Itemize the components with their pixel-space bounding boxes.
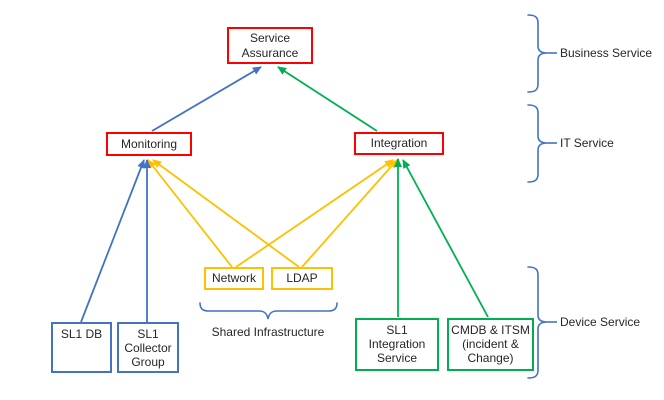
node-service-assurance: Service Assurance (227, 27, 313, 64)
node-cmdb-itsm-label: CMDB & ITSM (incident & Change) (451, 323, 530, 366)
node-integration: Integration (354, 132, 444, 155)
node-monitoring: Monitoring (106, 132, 192, 156)
label-shared-infrastructure: Shared Infrastructure (211, 325, 325, 339)
bracket-business-service (527, 14, 548, 93)
node-sl1-integration-service: SL1 Integration Service (355, 318, 439, 371)
edge-ldap-monitoring (152, 159, 300, 268)
node-monitoring-label: Monitoring (120, 136, 178, 151)
node-sl1-collector-group: SL1 Collector Group (117, 322, 179, 373)
node-sl1-integration-service-label: SL1 Integration Service (368, 323, 426, 366)
edge-integration-service-assurance (277, 66, 378, 132)
node-network-label: Network (211, 271, 256, 286)
bracket-shared-infrastructure (199, 302, 338, 320)
node-sl1-collector-group-label: SL1 Collector Group (124, 327, 172, 370)
node-sl1-db: SL1 DB (51, 322, 112, 373)
edge-sl1-db-monitoring (80, 159, 145, 323)
edge-cmdb-itsm-integration (402, 159, 489, 318)
edge-network-monitoring (147, 159, 233, 268)
bracket-it-service (527, 104, 548, 183)
label-it-service: IT Service (560, 136, 614, 150)
edge-ldap-integration (301, 159, 398, 268)
node-network: Network (204, 267, 264, 290)
node-service-assurance-label: Service Assurance (241, 31, 299, 60)
edge-network-integration (235, 159, 394, 268)
label-business-service: Business Service (560, 46, 653, 60)
node-sl1-db-label: SL1 DB (60, 327, 103, 341)
node-integration-label: Integration (370, 136, 428, 151)
node-ldap: LDAP (271, 267, 333, 290)
edge-monitoring-service-assurance (151, 66, 262, 132)
node-ldap-label: LDAP (286, 271, 318, 286)
node-cmdb-itsm: CMDB & ITSM (incident & Change) (447, 318, 534, 371)
label-device-service: Device Service (560, 315, 641, 329)
